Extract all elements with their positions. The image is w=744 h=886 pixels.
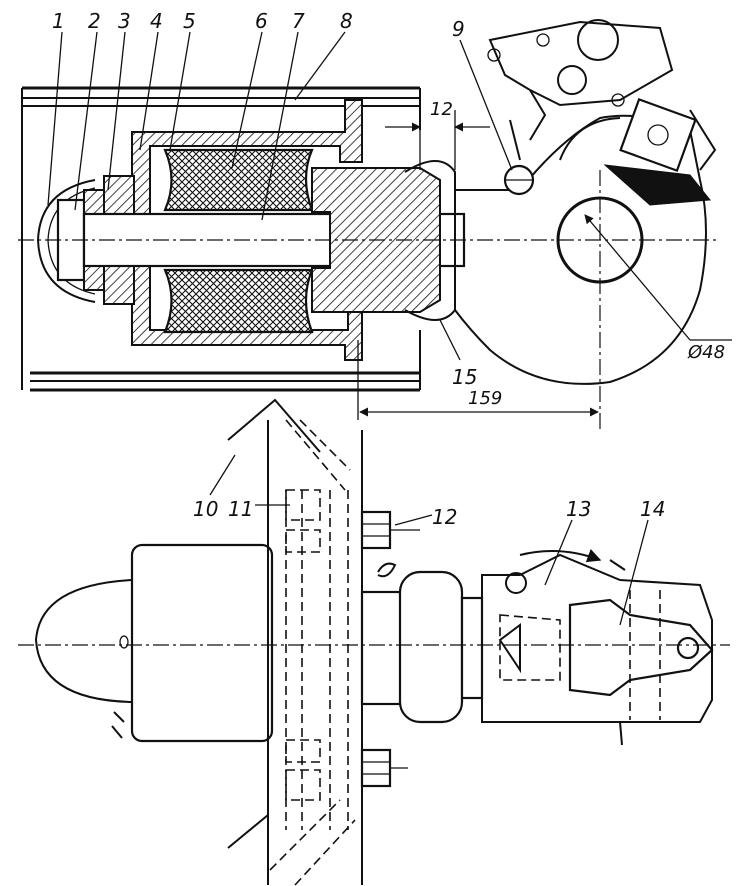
dome-fastener bbox=[119, 635, 129, 649]
hook-tongue bbox=[568, 598, 714, 697]
hook-pin-plan bbox=[676, 636, 700, 660]
hook-hidden-edge bbox=[499, 614, 561, 681]
label-1: 1 bbox=[52, 9, 65, 33]
bolt-lower bbox=[360, 748, 408, 788]
section-view: 12 159 Ø48 1 2 3 bbox=[18, 9, 732, 430]
label-3: 3 bbox=[118, 9, 131, 33]
rubber-element-upper bbox=[163, 148, 314, 212]
dome-cap bbox=[34, 579, 133, 703]
rubber-barrel-plan bbox=[398, 570, 464, 724]
cotter bbox=[377, 562, 397, 578]
latch-mechanism bbox=[487, 19, 717, 173]
hook-nose bbox=[498, 623, 521, 674]
label-8: 8 bbox=[340, 9, 353, 33]
label-11: 11 bbox=[228, 497, 253, 521]
latch-wedge bbox=[603, 164, 711, 206]
dim-gap: 12 bbox=[385, 99, 490, 170]
hook-body bbox=[454, 114, 707, 385]
bolt-left bbox=[111, 711, 125, 739]
leader-lines-top bbox=[47, 31, 513, 361]
dim-gap-label: 12 bbox=[430, 99, 453, 120]
label-9: 9 bbox=[452, 17, 465, 41]
label-13: 13 bbox=[566, 497, 591, 521]
leader-lines-bottom bbox=[209, 454, 649, 626]
neck-plan bbox=[460, 596, 484, 700]
dim-diameter: Ø48 bbox=[584, 214, 732, 363]
hook-tip bbox=[559, 117, 621, 161]
housing bbox=[131, 99, 363, 361]
label-6: 6 bbox=[255, 9, 268, 33]
spring-clip bbox=[404, 160, 456, 321]
latch-spring bbox=[609, 559, 626, 571]
label-14: 14 bbox=[640, 497, 665, 521]
latch-pivot-plan bbox=[505, 572, 527, 594]
rubber-element-lower bbox=[163, 268, 314, 334]
latch-handle bbox=[619, 721, 623, 746]
hook-head-plan bbox=[481, 553, 713, 723]
label-10: 10 bbox=[193, 497, 218, 521]
label-2: 2 bbox=[88, 9, 101, 33]
bolt-upper bbox=[360, 510, 420, 550]
dim-diameter-label: Ø48 bbox=[687, 342, 725, 363]
label-7: 7 bbox=[292, 9, 305, 33]
shaft-plan bbox=[360, 590, 404, 706]
cylinder-housing bbox=[130, 543, 274, 743]
label-5: 5 bbox=[183, 9, 196, 33]
plan-view: 10 11 12 13 14 bbox=[18, 398, 730, 886]
latch-arc bbox=[519, 549, 602, 563]
dim-length: 159 bbox=[357, 340, 599, 420]
label-15: 15 bbox=[452, 365, 477, 389]
label-12: 12 bbox=[432, 505, 457, 529]
label-4: 4 bbox=[150, 9, 163, 33]
dim-length-label: 159 bbox=[468, 388, 502, 409]
